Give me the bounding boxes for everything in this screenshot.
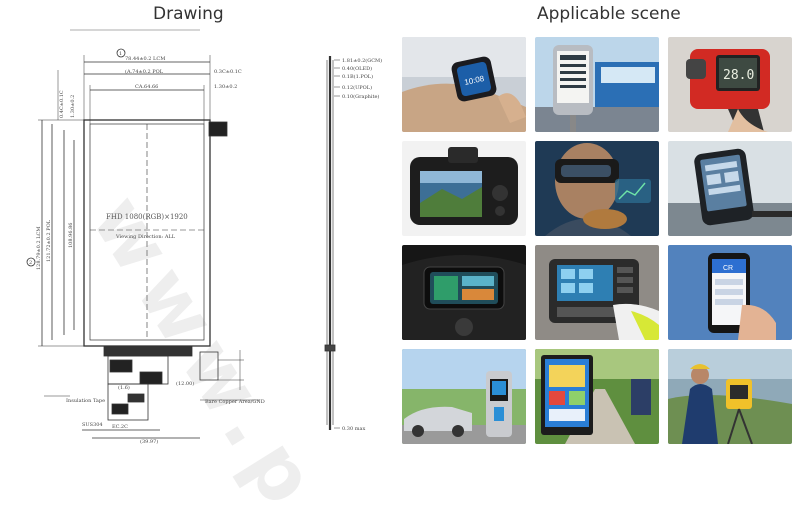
scene-ar-glasses xyxy=(535,141,659,236)
circle-mark-2: 2 xyxy=(29,260,32,266)
camera-icon xyxy=(402,141,526,236)
side-dim-graphite: 0.10(Graphite) xyxy=(342,93,379,100)
scene-bus-stop-display xyxy=(535,37,659,132)
technical-drawing: 1 2 78.44±0.2 LCM (A.74±0.2 POL CA.64.66… xyxy=(0,0,400,530)
dim-top-offset-a: 0.3C±0.1C xyxy=(214,69,242,75)
scene-motorcycle-dashboard xyxy=(402,245,526,340)
drawing-heading: Drawing xyxy=(153,4,224,24)
side-dim-pol: 0.1B(1.POL) xyxy=(342,73,373,80)
dim-pol-width: (A.74±0.2 POL xyxy=(125,68,164,75)
viewing-direction-label: Viewing Direction: ALL xyxy=(115,234,176,240)
applicable-scene-heading: Applicable scene xyxy=(537,4,681,24)
fpc-tab xyxy=(208,121,228,137)
bike-computer-icon xyxy=(668,141,792,236)
dim-aa-width: CA.64.66 xyxy=(135,84,158,90)
resolution-label: FHD 1080(RGB)×1920 xyxy=(106,213,188,221)
smartwatch-icon: 10:08 xyxy=(402,37,526,132)
side-dim-oled: 0.40(OLED) xyxy=(342,65,372,72)
insulation-tape-label: Insulation Tape xyxy=(66,398,105,404)
signage-icon xyxy=(535,349,659,444)
scene-infrared-thermometer: 28.0 xyxy=(668,37,792,132)
scene-camera xyxy=(402,141,526,236)
dim-left-offset-a: 0.4C±0.1C xyxy=(59,90,65,118)
scene-smartwatch: 10:08 xyxy=(402,37,526,132)
drawing-svg: 1 2 78.44±0.2 LCM (A.74±0.2 POL CA.64.66… xyxy=(26,29,382,445)
sus304-label: SUS304 xyxy=(82,422,103,428)
dim-fpc-width: (39.97) xyxy=(140,438,158,445)
scene-smartphone: CR xyxy=(668,245,792,340)
smartphone-icon: CR xyxy=(668,245,792,340)
thermometer-icon: 28.0 xyxy=(668,37,792,132)
scene-outdoor-signage xyxy=(535,349,659,444)
dim-aa-height: 108.96.86 xyxy=(68,223,74,248)
ar-glasses-icon xyxy=(535,141,659,236)
handheld-icon xyxy=(535,245,659,340)
side-dim-upol: 0.12(UPOL) xyxy=(342,84,372,91)
scene-bike-computer xyxy=(668,141,792,236)
dim-fpc-a: (12.00) xyxy=(176,380,194,387)
copper-area-label: Bare Copper Area/GND xyxy=(205,399,265,405)
scene-surveying-instrument xyxy=(668,349,792,444)
side-dim-max: 0.30 max xyxy=(342,426,365,432)
dim-fpc-b: (1.6) xyxy=(118,384,130,391)
applicable-scene-grid: 10:08 28.0 xyxy=(402,37,792,444)
dim-left-offset-b: 1.30±0.2 xyxy=(70,95,76,118)
side-dim-total: 1.81±0.2(GCM) xyxy=(342,57,382,64)
dim-lcm-height: 128.79±0.2 LCM xyxy=(36,227,42,271)
dim-top-offset-b: 1.30±0.2 xyxy=(214,84,237,90)
scene-car-charging-station xyxy=(402,349,526,444)
dashboard-icon xyxy=(402,245,526,340)
dim-ec-label: EC.2C xyxy=(112,424,128,430)
svg-text:10:08: 10:08 xyxy=(464,74,486,87)
scene-industrial-handheld xyxy=(535,245,659,340)
bus-stop-icon xyxy=(535,37,659,132)
svg-text:28.0: 28.0 xyxy=(723,68,754,83)
charging-station-icon xyxy=(402,349,526,444)
surveyor-icon xyxy=(668,349,792,444)
svg-text:CR: CR xyxy=(723,265,733,272)
dim-pol-height: 121.72±0.2 POL xyxy=(46,219,52,262)
dim-lcm-width: 78.44±0.2 LCM xyxy=(125,56,165,62)
circle-mark-1: 1 xyxy=(119,51,122,57)
